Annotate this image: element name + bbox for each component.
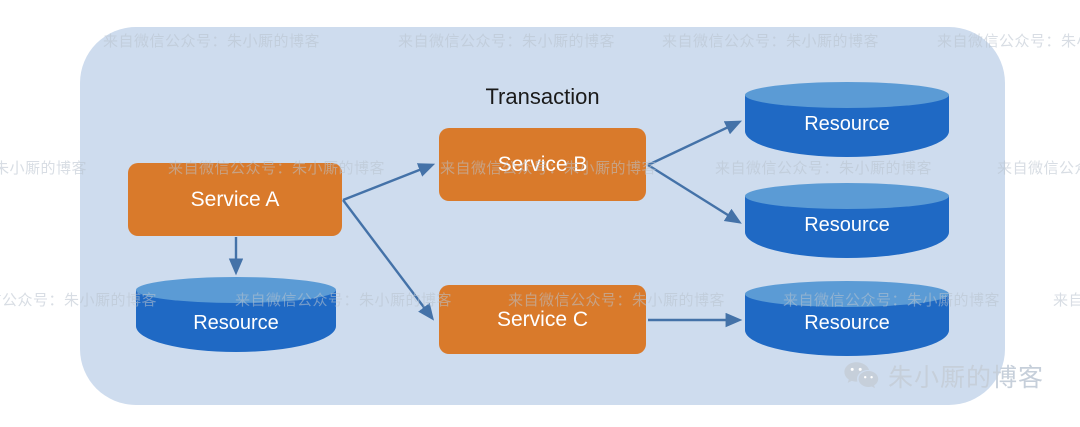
watermark-text: 来自微信公众号：朱小厮的博客 [0,159,88,177]
node-resource-a-label: Resource [193,312,279,334]
cylinder-top-ellipse [136,277,336,303]
node-service-c[interactable]: Service C [439,285,646,354]
brand-name: 朱小厮的博客 [888,363,1045,392]
watermark-text: 来自微信公众号：朱小厮的博客 [997,159,1080,177]
cylinder-top-ellipse [745,183,949,209]
node-service-a-label: Service A [190,187,280,211]
page-title: Transaction [485,84,600,109]
watermark-text: 来自微信公众号：朱小厮的博客 [1053,291,1080,309]
wechat-icon [844,362,879,389]
cylinder-top-ellipse [745,281,949,307]
node-resource-b1[interactable]: Resource [745,82,949,162]
brand-logo: 朱小厮的博客 [843,358,1044,394]
cylinder-top-ellipse [745,82,949,108]
node-resource-c[interactable]: Resource [745,281,949,361]
node-service-c-label: Service C [496,307,589,331]
node-service-b[interactable]: Service B [439,128,646,201]
node-resource-b1-label: Resource [804,113,890,135]
node-resource-b2[interactable]: Resource [745,183,949,263]
node-resource-b2-label: Resource [804,214,890,236]
node-resource-a[interactable]: Resource [136,277,336,357]
node-service-a[interactable]: Service A [128,163,342,236]
node-service-b-label: Service B [497,152,588,176]
node-resource-c-label: Resource [804,312,890,334]
